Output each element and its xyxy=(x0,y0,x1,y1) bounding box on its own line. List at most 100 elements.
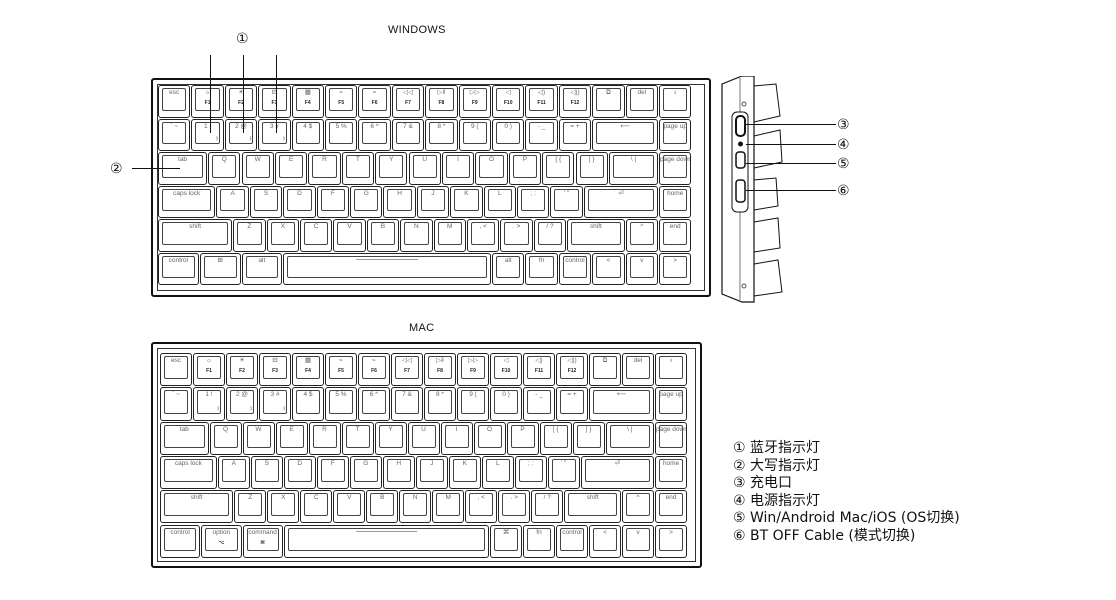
key-del[interactable]: del xyxy=(622,353,654,387)
key-shift[interactable]: shift xyxy=(564,490,621,524)
key-8-[interactable]: 8 * xyxy=(424,387,456,421)
key--[interactable]: ▷‖F8 xyxy=(425,85,458,118)
key--[interactable]: ◁F10 xyxy=(492,85,525,118)
key--[interactable]: ⧉ xyxy=(589,353,621,387)
key-a[interactable]: A xyxy=(217,455,250,490)
key--[interactable]: / ? xyxy=(533,219,567,252)
key--[interactable]: ⌁F6 xyxy=(358,85,391,118)
key-3-[interactable]: 3 #ᛒ xyxy=(259,387,291,421)
key--[interactable]: ◁◁F7 xyxy=(391,353,423,387)
key-5-[interactable]: 5 % xyxy=(325,387,357,421)
key-k[interactable]: K xyxy=(450,185,483,218)
key--[interactable]: [ { xyxy=(539,421,572,455)
key-alt[interactable]: alt xyxy=(241,252,283,285)
key--[interactable]: = + xyxy=(556,387,588,421)
key-u[interactable]: U xyxy=(407,421,440,455)
key-shift[interactable]: shift xyxy=(567,219,625,252)
key--[interactable]: . > xyxy=(500,219,533,252)
key--[interactable]: . > xyxy=(498,490,531,524)
key-b[interactable]: B xyxy=(366,219,400,252)
key--[interactable]: ◁)F11 xyxy=(523,353,555,387)
key--[interactable]: ^ xyxy=(622,490,654,524)
key-page-down[interactable]: page down xyxy=(655,421,687,455)
key-m[interactable]: M xyxy=(432,490,465,524)
key-l[interactable]: L xyxy=(483,185,517,218)
key-home[interactable]: home xyxy=(655,455,687,490)
key--[interactable]: ◁))F12 xyxy=(556,353,588,387)
key-p[interactable]: P xyxy=(508,152,542,185)
key-6-[interactable]: 6 ^ xyxy=(358,387,390,421)
key-o[interactable]: O xyxy=(473,421,506,455)
key-shift[interactable]: shift xyxy=(158,219,233,252)
key--[interactable]: ▦F4 xyxy=(291,85,324,118)
key-q[interactable]: Q xyxy=(208,152,241,185)
key-l[interactable]: L xyxy=(481,455,514,490)
key--[interactable]: ◁◁F7 xyxy=(391,85,425,118)
key-w[interactable]: W xyxy=(241,152,274,185)
key-page-up[interactable]: page up xyxy=(655,387,687,421)
key-2-[interactable]: 2 @ᛒ xyxy=(224,118,258,151)
key-5-[interactable]: 5 % xyxy=(325,118,358,151)
key-i[interactable]: I xyxy=(441,152,475,185)
key-n[interactable]: N xyxy=(400,219,433,252)
key-page-down[interactable]: page down xyxy=(659,152,692,185)
key--[interactable]: ⌘ xyxy=(490,524,522,558)
key-n[interactable]: N xyxy=(399,490,432,524)
key-caps-lock[interactable]: caps lock xyxy=(158,185,216,218)
key--[interactable]: ; : xyxy=(517,185,550,218)
key--[interactable]: ▦F4 xyxy=(292,353,324,387)
key-7-[interactable]: 7 & xyxy=(391,118,425,151)
key-h[interactable]: H xyxy=(382,455,415,490)
key-b[interactable]: B xyxy=(366,490,399,524)
key--[interactable]: ⊟F3 xyxy=(258,85,291,118)
key-shift[interactable]: shift xyxy=(160,490,234,524)
key-4-[interactable]: 4 $ xyxy=(292,387,324,421)
key--[interactable]: ⌁F5 xyxy=(325,85,358,118)
key-control[interactable]: control xyxy=(158,252,199,285)
key-j[interactable]: J xyxy=(415,455,448,490)
key-f[interactable]: F xyxy=(316,455,349,490)
key--[interactable]: < xyxy=(592,252,625,285)
key--[interactable]: ⊞ xyxy=(199,252,241,285)
key-h[interactable]: H xyxy=(383,185,416,218)
key-q[interactable]: Q xyxy=(209,421,242,455)
key-a[interactable]: A xyxy=(216,185,249,218)
key-space[interactable] xyxy=(283,252,491,285)
key-e[interactable]: E xyxy=(274,152,308,185)
key-v[interactable]: V xyxy=(333,490,366,524)
key-control[interactable]: control xyxy=(558,252,592,285)
key--[interactable]: - _ xyxy=(523,387,555,421)
key-del[interactable]: del xyxy=(625,85,658,118)
key-w[interactable]: W xyxy=(242,421,275,455)
key-v[interactable]: v xyxy=(622,524,654,558)
key-7-[interactable]: 7 & xyxy=(391,387,423,421)
key-i[interactable]: I xyxy=(440,421,473,455)
key-k[interactable]: K xyxy=(448,455,481,490)
key--[interactable]: ` ~ xyxy=(160,387,192,421)
key--[interactable]: ⟵ xyxy=(592,118,658,151)
key-0-[interactable]: 0 ) xyxy=(490,387,522,421)
key-y[interactable]: Y xyxy=(374,421,407,455)
key--[interactable]: , < xyxy=(466,219,500,252)
key-f[interactable]: F xyxy=(316,185,350,218)
key-s[interactable]: S xyxy=(249,185,283,218)
key--[interactable]: ' " xyxy=(550,185,583,218)
key-3-[interactable]: 3 #ᛒ xyxy=(258,118,291,151)
key-space[interactable] xyxy=(283,524,489,558)
key--[interactable]: > xyxy=(659,252,692,285)
key-alt[interactable]: alt xyxy=(492,252,525,285)
key-j[interactable]: J xyxy=(416,185,450,218)
key-e[interactable]: E xyxy=(275,421,308,455)
key-d[interactable]: D xyxy=(283,455,316,490)
key-g[interactable]: G xyxy=(350,185,383,218)
key--[interactable]: ♁ xyxy=(655,353,687,387)
key--[interactable]: ' " xyxy=(547,455,580,490)
key--[interactable]: ◁F10 xyxy=(490,353,522,387)
key-c[interactable]: C xyxy=(299,219,333,252)
key--[interactable]: < xyxy=(589,524,621,558)
key--[interactable]: ] } xyxy=(572,421,605,455)
key-0-[interactable]: 0 ) xyxy=(492,118,525,151)
key--[interactable]: - _ xyxy=(525,118,558,151)
key--[interactable]: ] } xyxy=(575,152,608,185)
key--[interactable]: ⟵ xyxy=(589,387,654,421)
